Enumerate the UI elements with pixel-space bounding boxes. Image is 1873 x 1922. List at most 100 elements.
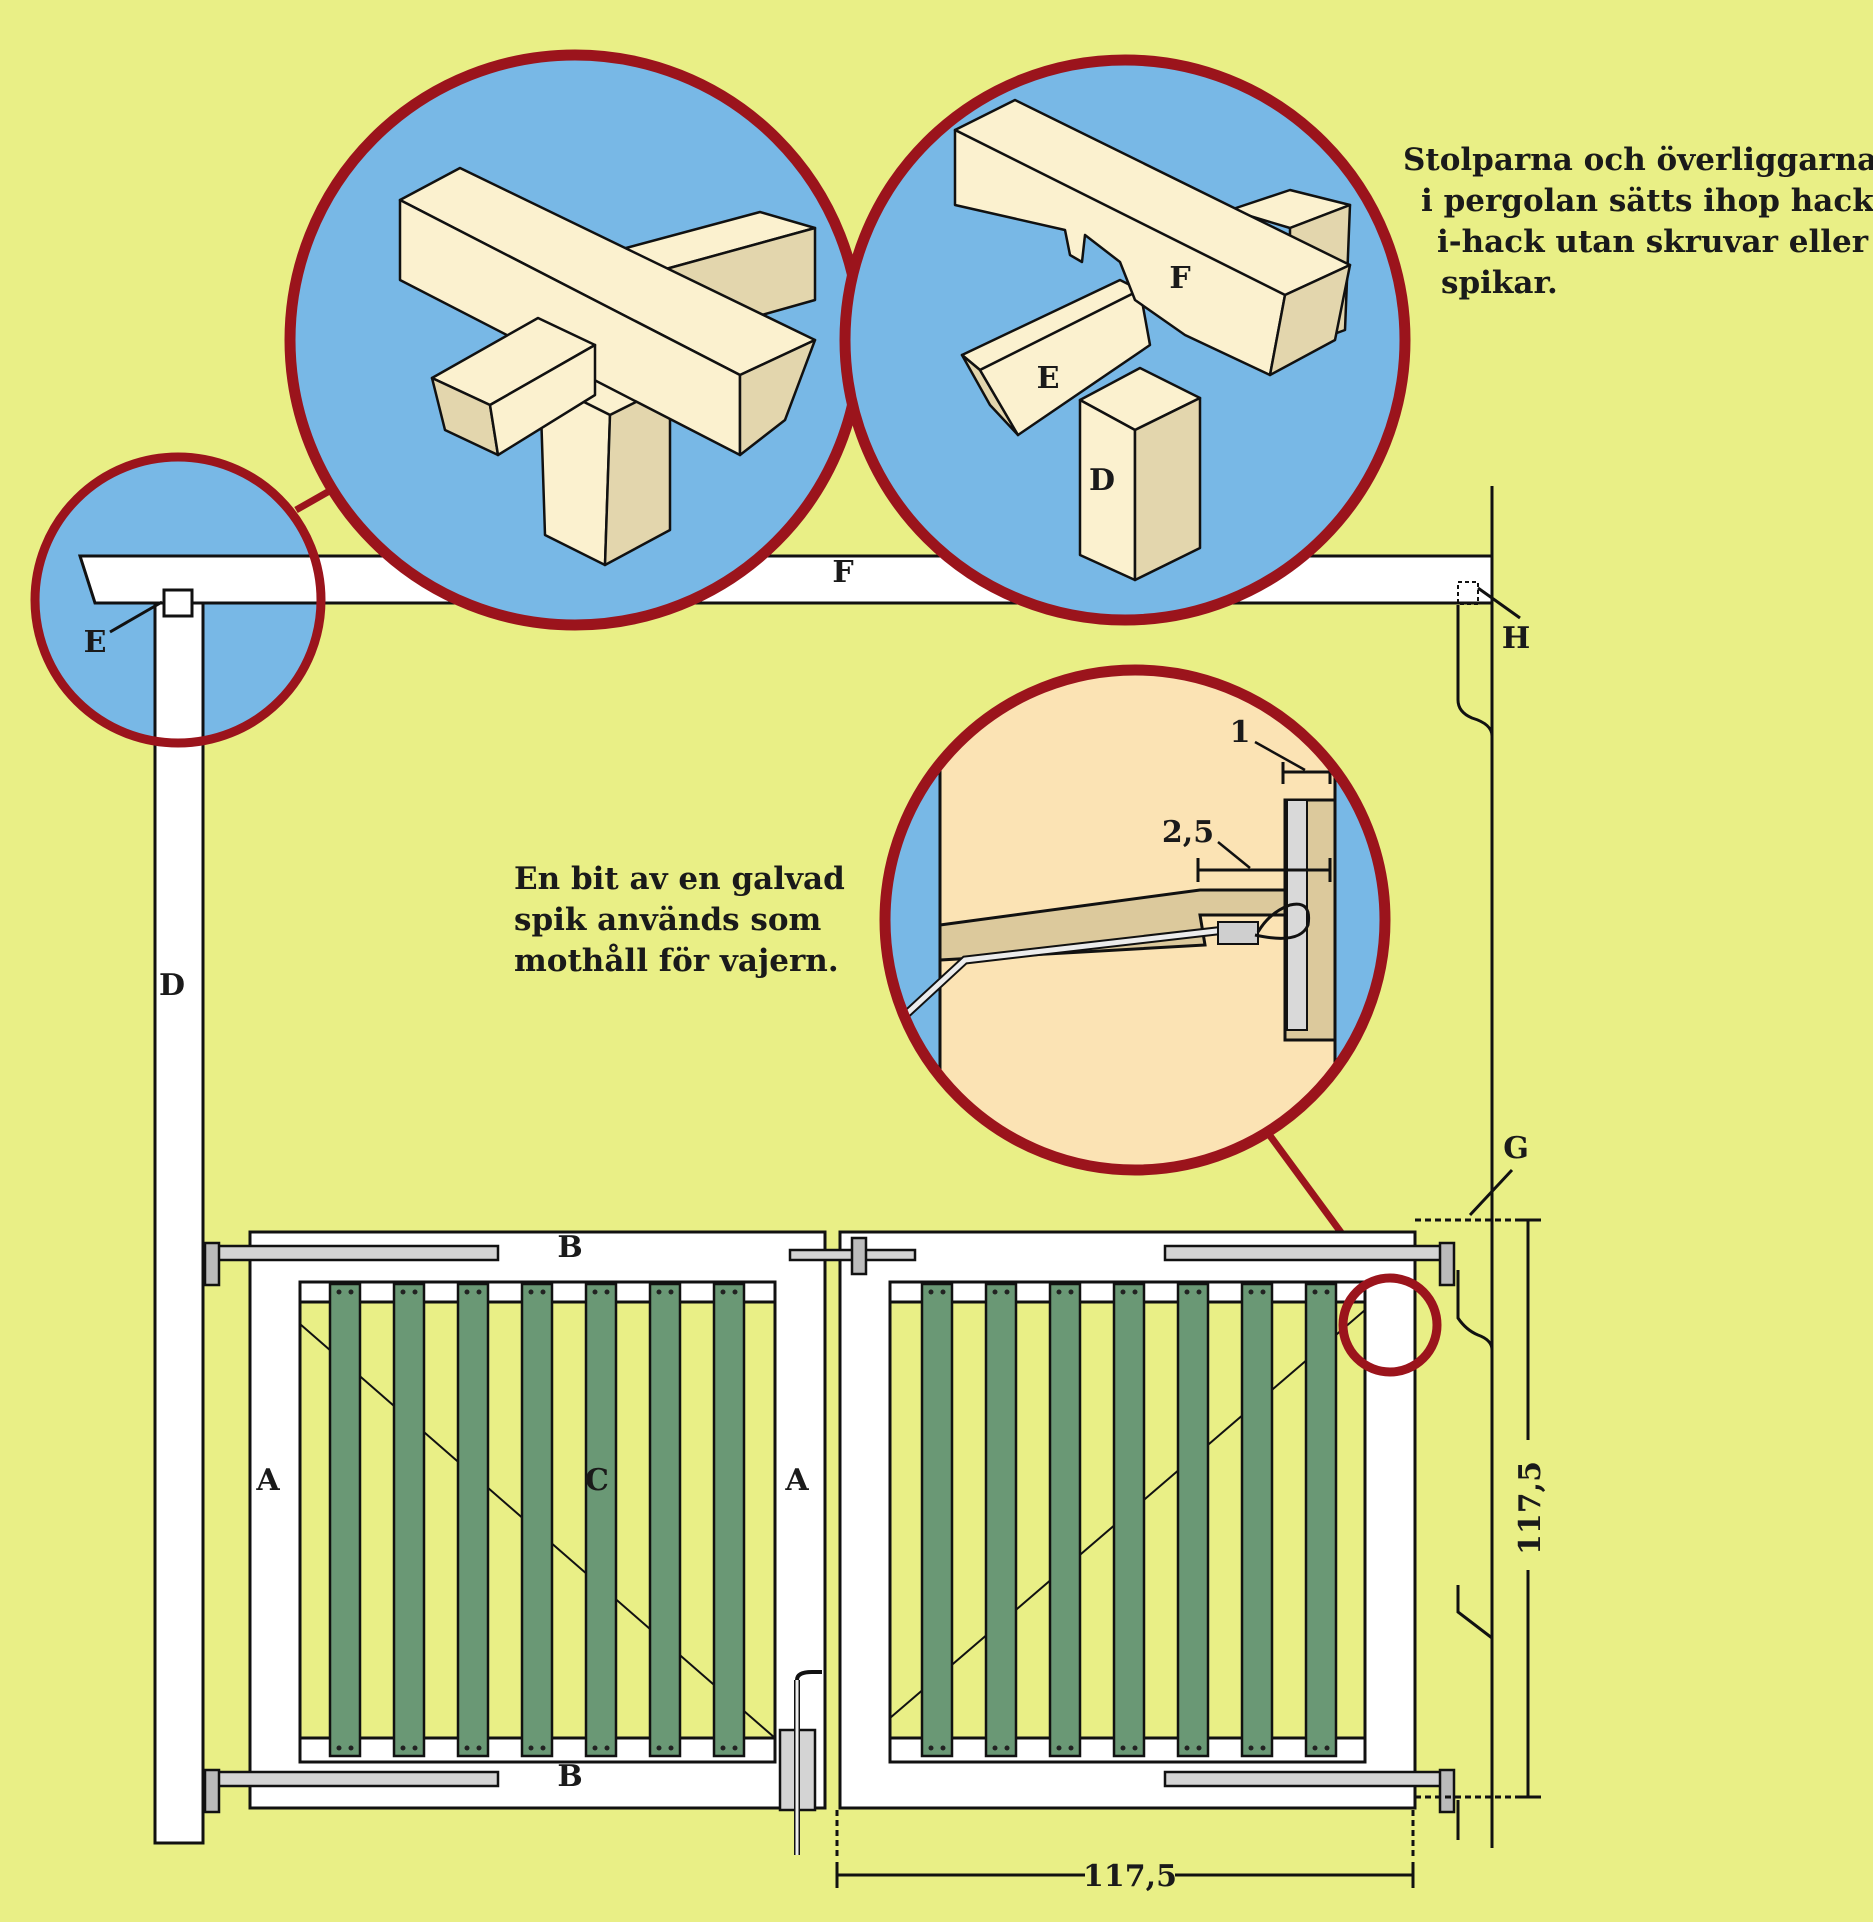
screw-right-2-1-0	[992, 1745, 998, 1751]
screw-right-7-1-1	[1324, 1745, 1330, 1751]
screw-left-4-0-0	[528, 1289, 534, 1295]
screw-left-3-1-1	[476, 1745, 482, 1751]
joinery-note: Stolparna och överliggarna i pergolan sä…	[1403, 140, 1873, 304]
screw-right-6-1-0	[1248, 1745, 1254, 1751]
label-a-left: A	[255, 1463, 280, 1498]
nail-note-line-3: mothåll för vajern.	[514, 943, 839, 979]
screw-right-2-1-1	[1004, 1745, 1010, 1751]
screw-left-7-1-0	[720, 1745, 726, 1751]
screw-left-3-0-0	[464, 1289, 470, 1295]
screw-right-4-0-1	[1132, 1289, 1138, 1295]
screw-right-3-0-0	[1056, 1289, 1062, 1295]
label-d-post: D	[159, 968, 185, 1003]
screw-left-4-0-1	[540, 1289, 546, 1295]
dimension-detail-small: 1	[1230, 715, 1251, 750]
slat-right-5	[1176, 1282, 1210, 1758]
label-b-bottom: B	[557, 1759, 582, 1794]
joinery-note-line-2: i pergolan sätts ihop hack-	[1421, 183, 1873, 219]
slat-right-3	[1048, 1282, 1082, 1758]
slat-right-4	[1112, 1282, 1146, 1758]
screw-right-2-0-0	[992, 1289, 998, 1295]
screw-right-4-1-0	[1120, 1745, 1126, 1751]
screw-left-2-1-1	[412, 1745, 418, 1751]
screw-right-5-0-1	[1196, 1289, 1202, 1295]
post-d	[153, 601, 205, 1845]
screw-right-2-0-1	[1004, 1289, 1010, 1295]
screw-left-5-1-0	[592, 1745, 598, 1751]
dimension-height: 117,5	[1513, 1461, 1548, 1555]
screw-left-2-0-0	[400, 1289, 406, 1295]
hinges	[203, 1236, 1456, 1855]
dimension-width: 117,5	[1083, 1859, 1177, 1894]
joinery-note-line-3: i-hack utan skruvar eller	[1437, 224, 1869, 260]
screw-right-7-1-0	[1312, 1745, 1318, 1751]
screw-right-5-1-0	[1184, 1745, 1190, 1751]
joint-detail-circle-2	[839, 54, 1411, 626]
screw-right-1-1-1	[940, 1745, 946, 1751]
label-e-corner: E	[84, 625, 107, 660]
slat-left-2	[392, 1282, 426, 1758]
screw-left-6-0-1	[668, 1289, 674, 1295]
joint-h-marker	[1457, 581, 1479, 605]
screw-left-2-0-1	[412, 1289, 418, 1295]
label-f: F	[832, 555, 853, 590]
screw-right-3-0-1	[1068, 1289, 1074, 1295]
screw-left-1-1-1	[348, 1745, 354, 1751]
label-g: G	[1503, 1131, 1529, 1166]
slat-left-6	[648, 1282, 682, 1758]
screw-left-5-0-0	[592, 1289, 598, 1295]
cable-anchor-detail-circle	[879, 664, 1391, 1176]
label-d-joint: D	[1089, 463, 1115, 498]
label-f-joint: F	[1169, 261, 1190, 296]
slat-left-7	[712, 1282, 746, 1758]
label-e-joint: E	[1037, 361, 1060, 396]
screw-left-1-0-1	[348, 1289, 354, 1295]
slat-left-1	[328, 1282, 362, 1758]
screw-left-3-0-1	[476, 1289, 482, 1295]
pergola-frame	[1456, 486, 1494, 1848]
cable-anchor-ring	[1338, 1273, 1442, 1377]
screw-right-3-1-1	[1068, 1745, 1074, 1751]
nail-note-line-1: En bit av en galvad	[514, 861, 845, 897]
screw-left-4-1-0	[528, 1745, 534, 1751]
screw-left-6-0-0	[656, 1289, 662, 1295]
joinery-note-line-4: spikar.	[1441, 265, 1558, 301]
dimension-lines	[835, 1168, 1541, 1888]
slat-right-2	[984, 1282, 1018, 1758]
slat-right-6	[1240, 1282, 1274, 1758]
screw-right-1-0-0	[928, 1289, 934, 1295]
label-h: H	[1502, 621, 1530, 656]
joinery-note-line-1: Stolparna och överliggarna	[1403, 142, 1873, 178]
screw-right-6-0-1	[1260, 1289, 1266, 1295]
slat-left-5	[584, 1282, 618, 1758]
screw-left-7-0-0	[720, 1289, 726, 1295]
screw-right-3-1-0	[1056, 1745, 1062, 1751]
screw-left-6-1-1	[668, 1745, 674, 1751]
screw-right-1-0-1	[940, 1289, 946, 1295]
slat-group	[328, 1282, 1338, 1758]
screw-left-7-1-1	[732, 1745, 738, 1751]
dimension-detail-large: 2,5	[1162, 815, 1214, 850]
screw-right-6-0-0	[1248, 1289, 1254, 1295]
slat-right-1	[920, 1282, 954, 1758]
screw-left-5-0-1	[604, 1289, 610, 1295]
label-a-right: A	[784, 1463, 809, 1498]
nail-note: En bit av en galvad spik används som mot…	[514, 859, 845, 982]
screw-right-7-0-1	[1324, 1289, 1330, 1295]
screw-right-5-1-1	[1196, 1745, 1202, 1751]
screw-left-7-0-1	[732, 1289, 738, 1295]
screw-right-4-1-1	[1132, 1745, 1138, 1751]
nail-note-line-2: spik används som	[514, 902, 822, 938]
screw-left-4-1-1	[540, 1745, 546, 1751]
label-b-top: B	[557, 1230, 582, 1265]
screw-right-5-0-0	[1184, 1289, 1190, 1295]
slat-right-7	[1304, 1282, 1338, 1758]
screw-left-1-0-0	[336, 1289, 342, 1295]
joint-detail-circle-1	[284, 49, 866, 631]
screw-right-6-1-1	[1260, 1745, 1266, 1751]
screw-right-4-0-0	[1120, 1289, 1126, 1295]
screw-right-1-1-0	[928, 1745, 934, 1751]
screw-left-1-1-0	[336, 1745, 342, 1751]
screw-right-7-0-0	[1312, 1289, 1318, 1295]
